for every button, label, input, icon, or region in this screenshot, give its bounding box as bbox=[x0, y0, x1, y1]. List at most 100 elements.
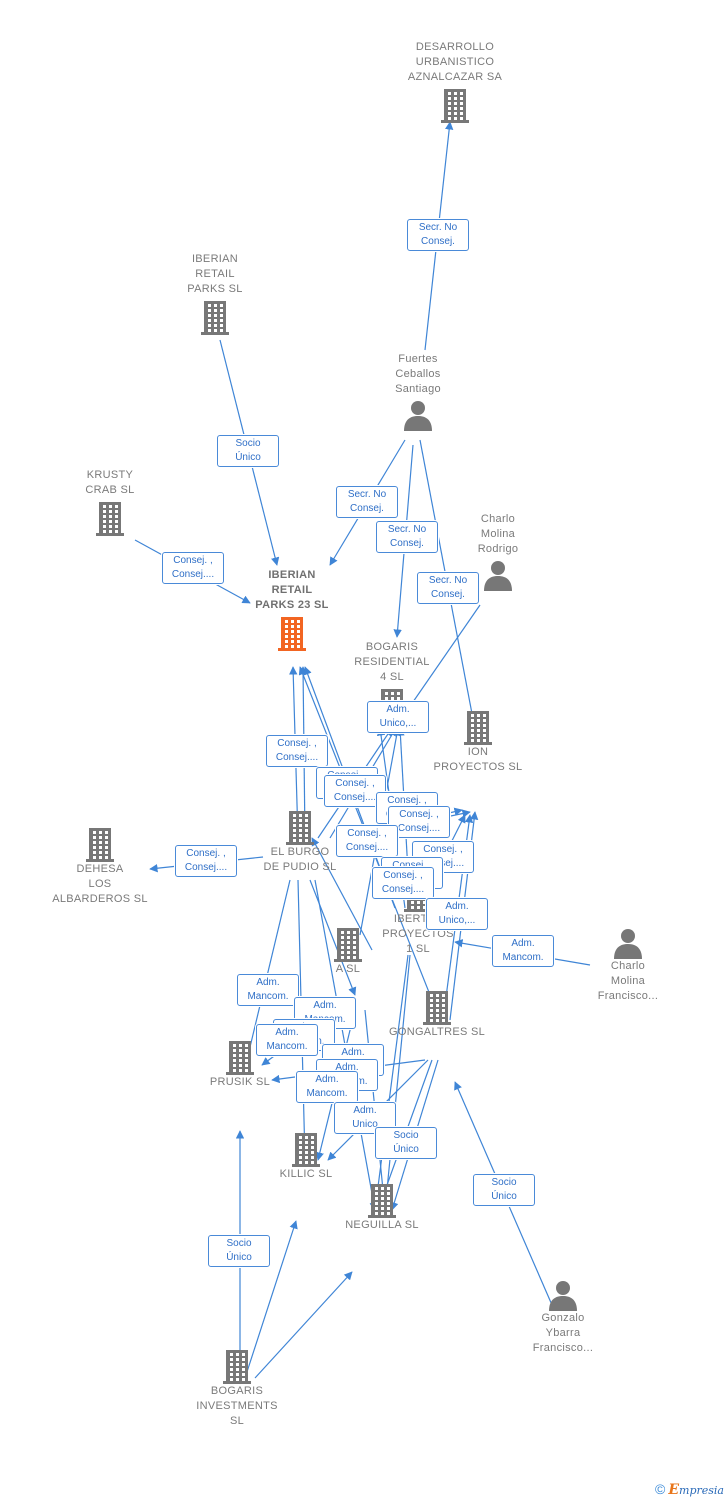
node-bogaris-inv[interactable]: BOGARIS INVESTMENTS SL bbox=[167, 1346, 307, 1429]
edge-label[interactable]: Consej. ,Consej.... bbox=[336, 825, 398, 857]
node-label-line: Santiago bbox=[395, 383, 441, 395]
edge-label[interactable]: Adm.Mancom. bbox=[296, 1071, 358, 1103]
edge-label-line: Socio bbox=[235, 438, 261, 449]
edge-label-line: Unico,... bbox=[438, 915, 476, 926]
node-label-line: DE PUDIO SL bbox=[263, 861, 337, 873]
edge-label[interactable]: Consej. , Consej.... bbox=[324, 775, 386, 807]
building-icon bbox=[368, 1184, 396, 1218]
edge-label-line: Adm. bbox=[335, 1062, 359, 1073]
node-label-line: RESIDENTIAL bbox=[354, 656, 430, 668]
edge-label-line: Consej.... bbox=[333, 792, 377, 803]
person-icon bbox=[404, 401, 432, 431]
node-label-line: RETAIL bbox=[195, 268, 235, 280]
node-label-line: EL BURGO bbox=[270, 846, 330, 858]
building-icon bbox=[286, 811, 314, 845]
node-label-line: Rodrigo bbox=[477, 543, 519, 555]
node-hidden-a[interactable]: A SL bbox=[278, 924, 418, 977]
node-label: PRUSIK SL bbox=[170, 1075, 310, 1090]
node-prusik[interactable]: PRUSIK SL bbox=[170, 1037, 310, 1090]
edge-label-line: Secr. No bbox=[418, 222, 458, 233]
edge-label-line: Adm. bbox=[511, 938, 535, 949]
building-icon bbox=[292, 1133, 320, 1167]
empresia-footer[interactable]: © Empresia bbox=[655, 1481, 724, 1498]
edge-label[interactable]: Adm. Mancom. bbox=[492, 935, 554, 967]
node-label: A SL bbox=[278, 962, 418, 977]
node-label-line: PROYECTOS bbox=[382, 928, 454, 940]
node-label-line: Charlo bbox=[480, 513, 516, 525]
node-gongaltres[interactable]: GONGALTRES SL bbox=[367, 987, 507, 1040]
edge-label[interactable]: Consej. ,Consej.... bbox=[372, 867, 434, 899]
node-elburgo[interactable]: EL BURGO DE PUDIO SL bbox=[230, 807, 370, 875]
node-label-line: CRAB SL bbox=[85, 484, 135, 496]
node-label-line: BOGARIS bbox=[210, 1385, 264, 1397]
node-label-line: DESARROLLO bbox=[415, 41, 495, 53]
edge-label-line: Adm. bbox=[386, 704, 410, 715]
edge-label[interactable]: Consej. ,Consej.... bbox=[266, 735, 328, 767]
building-icon-highlighted bbox=[278, 617, 306, 651]
edge-label-line: Secr. No bbox=[387, 524, 427, 535]
edge-label[interactable]: Adm.Unico bbox=[334, 1102, 396, 1134]
edge-label[interactable]: Adm.Unico,... bbox=[367, 701, 429, 733]
node-neguilla[interactable]: NEGUILLA SL bbox=[312, 1180, 452, 1233]
edge-label-line: Adm. bbox=[353, 1105, 377, 1116]
edge-label-line: Consej.... bbox=[345, 842, 389, 853]
edge-label-line: Mancom. bbox=[247, 991, 289, 1002]
node-label-line: 1 SL bbox=[406, 943, 430, 955]
node-label-line: LOS bbox=[88, 878, 112, 890]
edge-label-line: Consej. bbox=[431, 589, 465, 600]
node-label-line: SL bbox=[229, 1415, 245, 1427]
person-icon bbox=[549, 1281, 577, 1311]
edge-label-line: Consej. , bbox=[392, 860, 432, 871]
relation-edge bbox=[254, 1271, 353, 1379]
edge-label-line: Adm. bbox=[275, 1027, 299, 1038]
copyright-symbol: © bbox=[654, 1481, 666, 1497]
edge-label-line: Adm. bbox=[341, 1047, 365, 1058]
edge-label-line: Consej. bbox=[350, 503, 384, 514]
building-icon bbox=[226, 1041, 254, 1075]
edge-label[interactable]: Adm.Mancom. bbox=[237, 974, 299, 1006]
edge-label-line: Único bbox=[393, 1144, 419, 1155]
edge-label[interactable]: Adm. Unico,... bbox=[426, 898, 488, 930]
edge-label[interactable]: Adm.Mancom. bbox=[256, 1024, 318, 1056]
node-label: EL BURGO DE PUDIO SL bbox=[230, 845, 370, 875]
edge-label[interactable]: Consej. ,Consej.... bbox=[388, 806, 450, 838]
person-icon bbox=[484, 561, 512, 591]
node-label-line: GONGALTRES SL bbox=[389, 1026, 485, 1038]
edge-label[interactable]: Consej. ,Consej.... bbox=[175, 845, 237, 877]
edge-label-line: Mancom. bbox=[502, 952, 544, 963]
node-killic[interactable]: KILLIC SL bbox=[236, 1129, 376, 1182]
node-label-line: INVESTMENTS bbox=[196, 1400, 278, 1412]
building-icon bbox=[334, 928, 362, 962]
edge-label-line: Adm. bbox=[313, 1000, 337, 1011]
empresia-logo-e: E bbox=[668, 1482, 680, 1498]
edge-label-line: Consej. , bbox=[335, 778, 375, 789]
edge-label-line: Adm. bbox=[445, 901, 469, 912]
node-label: GONGALTRES SL bbox=[367, 1025, 507, 1040]
edge-label[interactable]: Consej. ,Consej.... bbox=[162, 552, 224, 584]
node-label: NEGUILLA SL bbox=[312, 1218, 452, 1233]
